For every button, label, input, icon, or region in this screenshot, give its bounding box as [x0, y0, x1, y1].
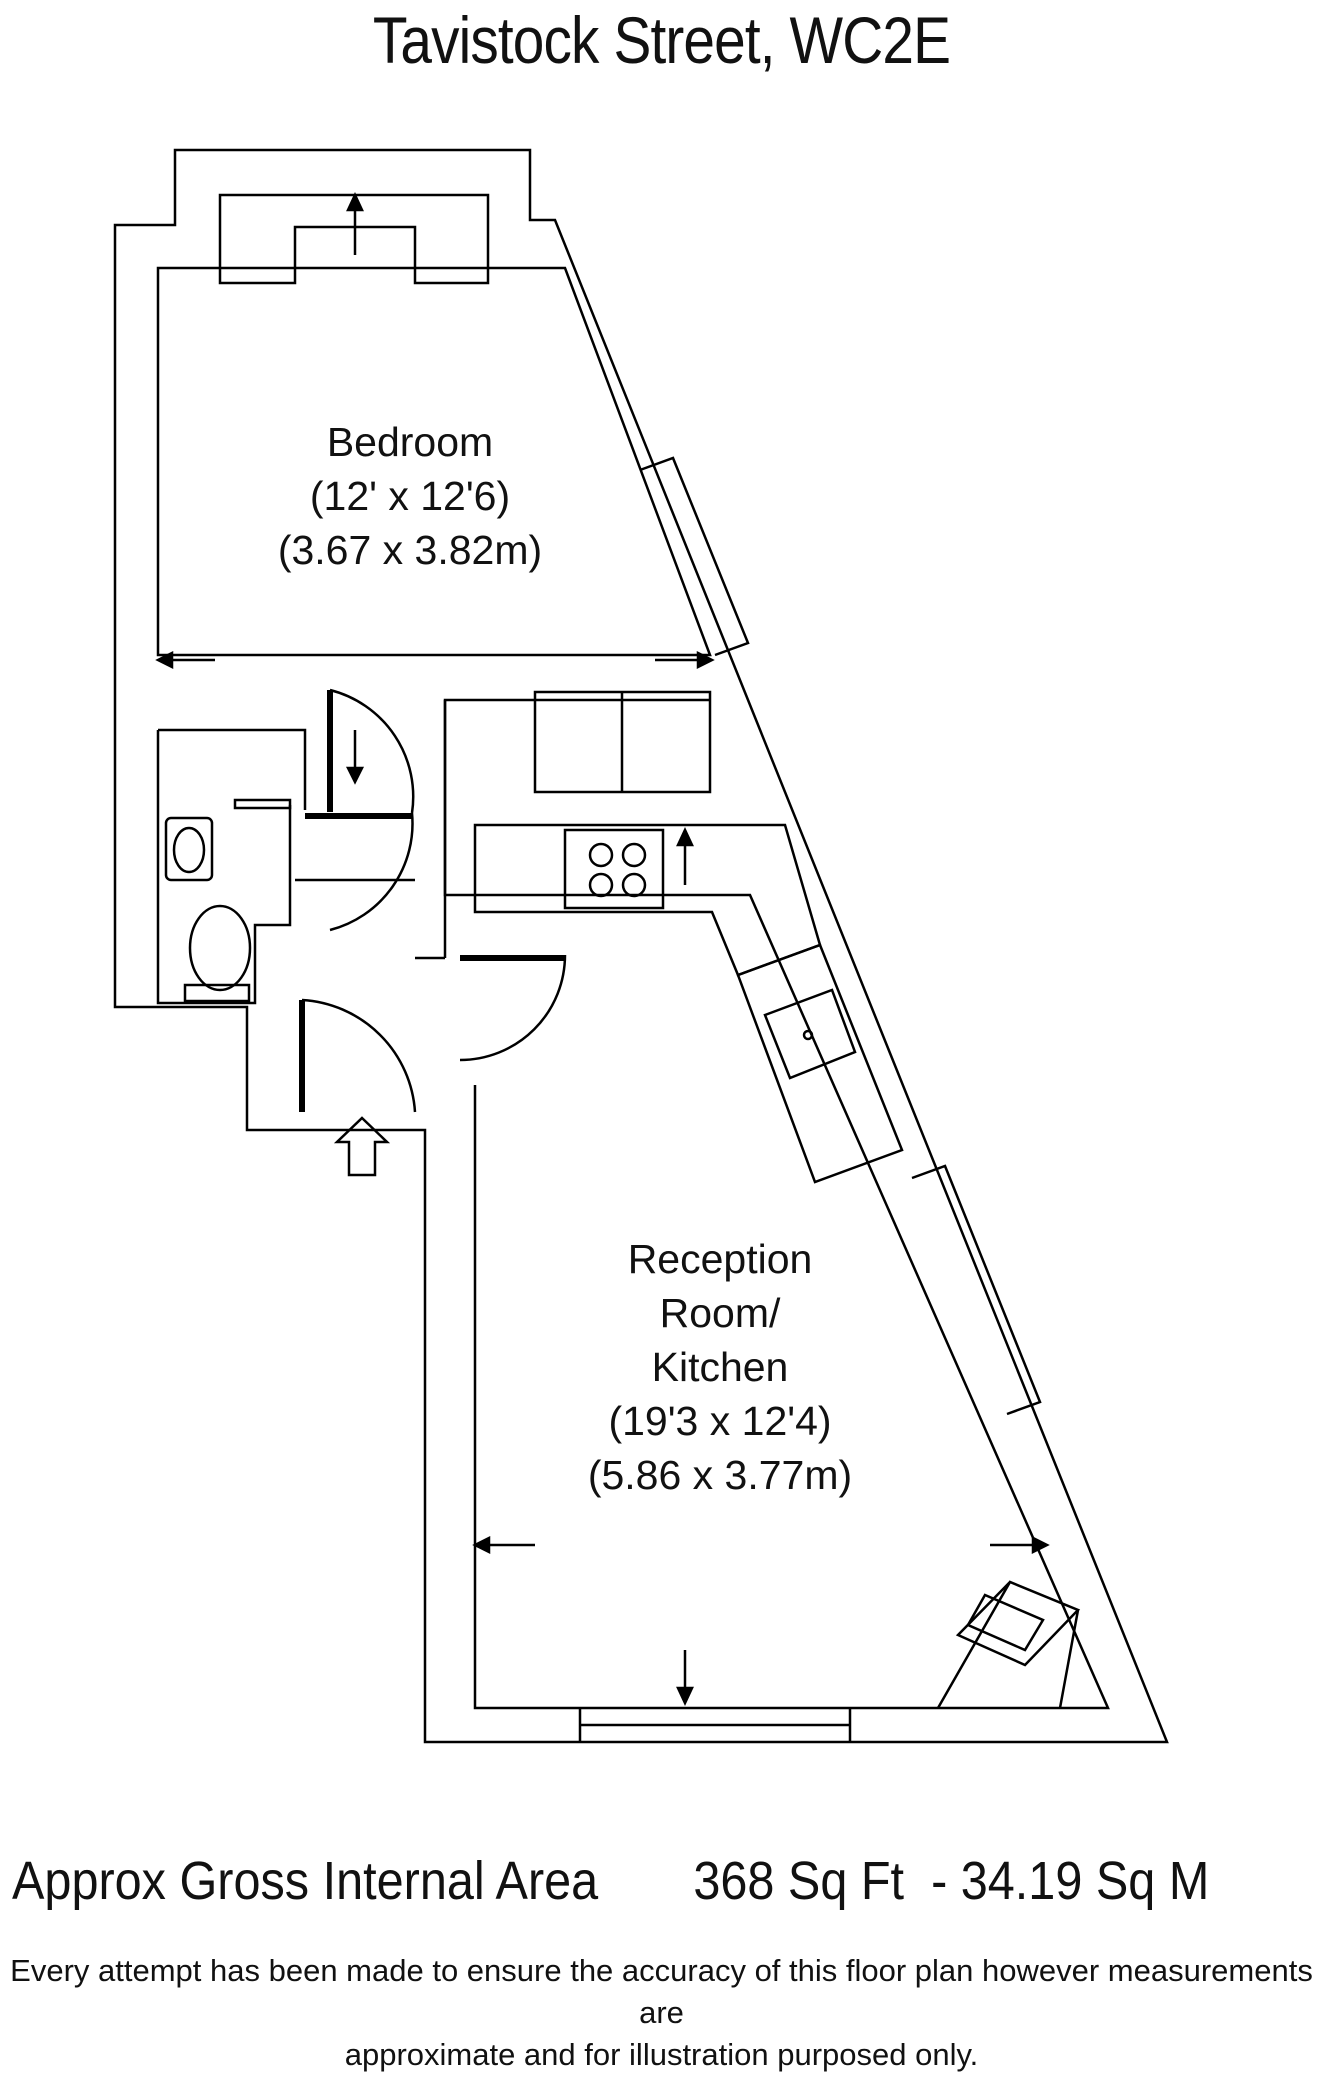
bedroom-metric: (3.67 x 3.82m) [277, 527, 543, 573]
entrance-arrow-icon [333, 1116, 391, 1177]
hob [563, 828, 665, 910]
bedroom-imperial: (12' x 12'6) [309, 473, 511, 519]
area-label: Approx Gross Internal Area [12, 1851, 599, 1911]
plan-title: Tavistock Street, WC2E [372, 3, 951, 77]
disclaimer: Every attempt has been made to ensure th… [0, 1950, 1323, 2076]
reception-window-side [911, 1164, 1042, 1416]
reception-metric: (5.86 x 3.77m) [587, 1452, 853, 1498]
reception-name-line-2: Room/ [659, 1290, 781, 1336]
bathroom-wall [156, 728, 307, 1005]
wc-cistern [183, 983, 251, 1003]
door-bedroom-arc [329, 688, 415, 814]
bay-window [218, 193, 490, 285]
wc-bowl [188, 904, 252, 992]
corner-unit [936, 1580, 1081, 1709]
floor-plan [113, 148, 1169, 1744]
door-bath-arc [329, 812, 414, 932]
bedroom-name: Bedroom [326, 419, 494, 465]
area-value: 368 Sq Ft - 34.19 Sq M [693, 1851, 1209, 1911]
hall-wall [295, 700, 447, 960]
disclaimer-line-2: approximate and for illustration purpose… [344, 2037, 979, 2072]
area-row: Approx Gross Internal Area 368 Sq Ft - 3… [0, 1850, 1323, 1920]
sink-unit [736, 943, 904, 1184]
outer-wall [113, 148, 1169, 1744]
reception-window-bottom [578, 1708, 852, 1742]
basin [164, 816, 214, 882]
shower-tray [233, 798, 292, 810]
bedroom-window [639, 456, 750, 657]
disclaimer-line-1: Every attempt has been made to ensure th… [10, 1953, 1313, 2030]
reception-wall [443, 698, 1110, 1710]
door-entrance-arc [301, 998, 417, 1113]
bedroom-label: Bedroom (12' x 12'6) (3.67 x 3.82m) [230, 415, 590, 577]
reception-imperial: (19'3 x 12'4) [608, 1398, 832, 1444]
reception-name-line-3: Kitchen [651, 1344, 789, 1390]
bedroom-wall [156, 266, 712, 657]
reception-label: Reception Room/ Kitchen (19'3 x 12'4) (5… [540, 1232, 900, 1502]
reception-name-line-1: Reception [627, 1236, 813, 1282]
door-reception-arc [459, 954, 567, 1062]
kitchen-worktop [473, 823, 822, 977]
